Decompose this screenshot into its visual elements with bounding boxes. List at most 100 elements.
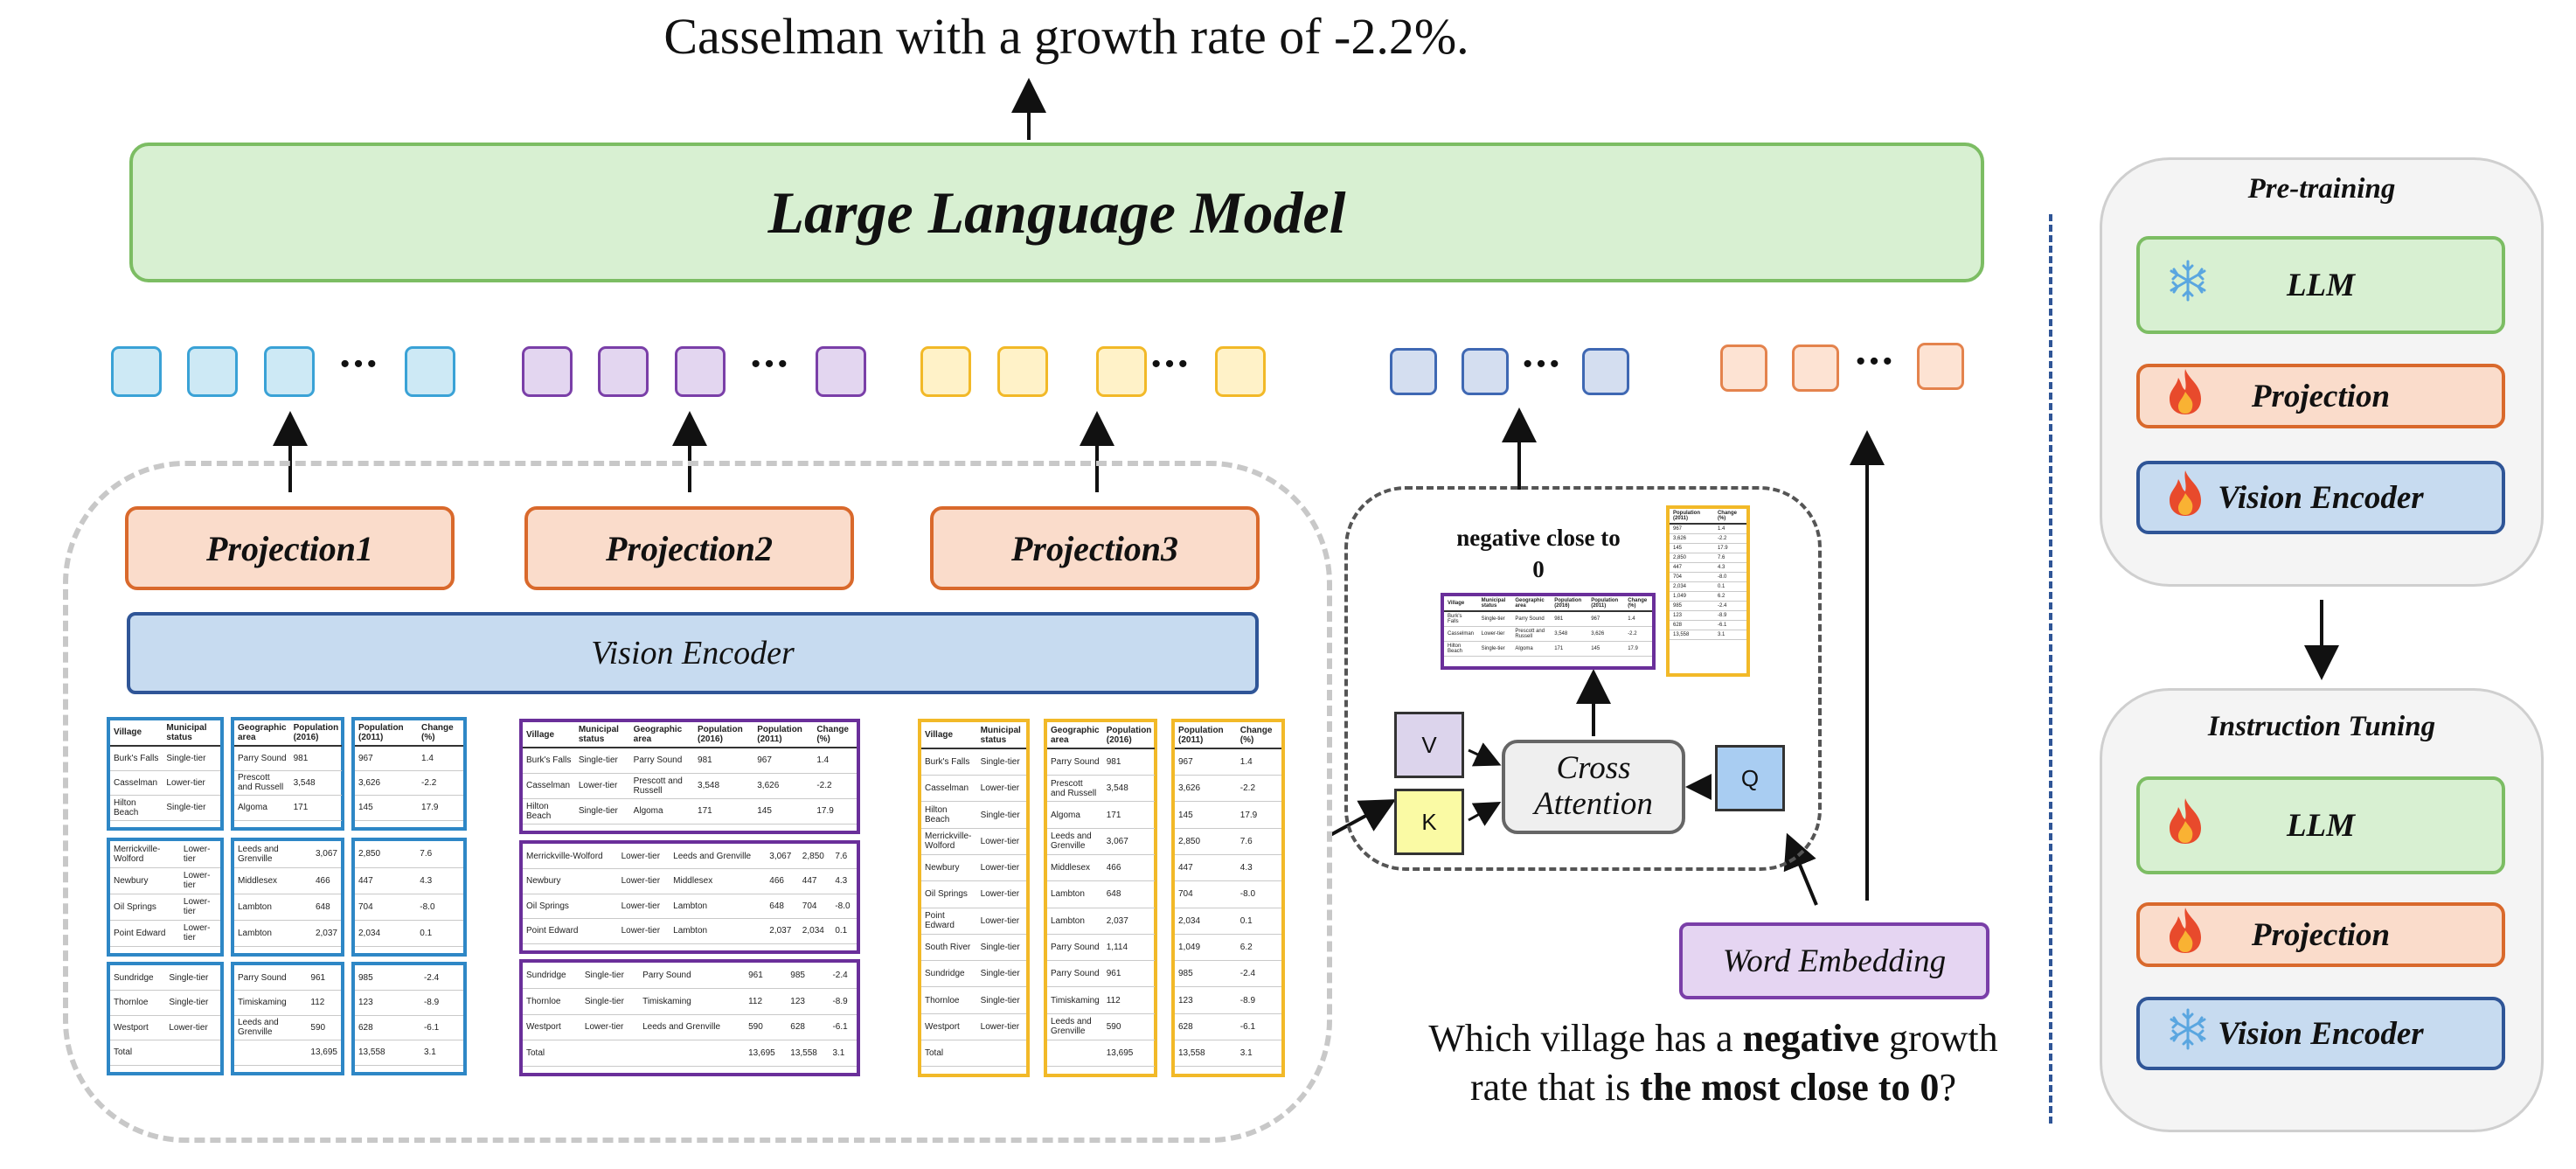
pretraining-vision-encoder-label: Vision Encoder <box>2218 479 2424 516</box>
table-cell: 961 <box>745 963 788 989</box>
table-cell: 112 <box>307 990 341 1016</box>
question-text: Which village has a negative growth rate… <box>1416 1014 2010 1112</box>
table-cell: 961 <box>307 965 341 991</box>
table-cell: Timiskaming <box>639 988 746 1015</box>
table-cell: 3,067 <box>311 841 341 868</box>
table-row: 3,626-2.2 <box>1175 775 1281 803</box>
table-cell: Change (%) <box>813 722 857 748</box>
table-cell: -8.0 <box>1713 572 1746 582</box>
table-cell: Lower-tier <box>574 773 630 799</box>
table-cell: -8.0 <box>416 894 463 921</box>
projection2-label: Projection2 <box>605 528 774 568</box>
ellipsis: ··· <box>1854 339 1894 384</box>
table-cell: Oil Springs <box>921 880 977 908</box>
table-header-row: Population (2011)Change (%) <box>355 720 463 747</box>
table-cell: Population (2011) <box>753 722 814 748</box>
table-cell: 3,626 <box>753 773 814 799</box>
table-cell: 2,850 <box>1175 828 1237 855</box>
table-row: Total <box>921 1040 1026 1068</box>
table-cell: Middlesex <box>1047 854 1103 882</box>
table-cell: -2.4 <box>829 963 857 989</box>
table-cell: Westport <box>110 1015 166 1040</box>
table-cell: 590 <box>1102 1013 1156 1041</box>
table-cell: 466 <box>311 867 341 894</box>
table-cell: 0.1 <box>1713 581 1746 592</box>
table-cell: Leeds and Grenville <box>1047 828 1103 855</box>
table-cell: Lower-tier <box>179 841 220 868</box>
table-cell: Oil Springs <box>110 894 180 921</box>
value-box: V <box>1394 712 1464 778</box>
table-cell: 123 <box>355 990 420 1016</box>
table-cell: 466 <box>766 868 799 894</box>
table-cell: Newbury <box>523 868 618 894</box>
table-cell: 985 <box>1175 960 1237 988</box>
table-cell: Lambton <box>234 920 312 947</box>
table-cell: 13,695 <box>1102 1040 1156 1068</box>
table-row: 3,626-2.2 <box>355 770 463 796</box>
section-divider <box>2049 214 2052 1124</box>
instruction-llm-label: LLM <box>2286 807 2356 844</box>
table-cell: Single-tier <box>163 745 220 771</box>
table-cell: 2,037 <box>1102 908 1156 935</box>
table-cell: 447 <box>1670 562 1714 573</box>
table-cell <box>976 1040 1026 1068</box>
table-cell: 1.4 <box>1624 611 1652 627</box>
llm-label: Large Language Model <box>767 178 1346 246</box>
table-cell: 447 <box>355 867 417 894</box>
table-cell: Total <box>921 1040 977 1068</box>
table-cell: Leeds and Grenville <box>670 844 767 869</box>
table-cell: 7.6 <box>831 844 857 869</box>
snowflake-icon <box>2166 259 2210 311</box>
fire-icon <box>2166 797 2205 854</box>
ellipsis: ··· <box>749 342 789 386</box>
pretraining-projection-box: Projection <box>2136 364 2505 428</box>
table-cell: 3,548 <box>289 770 343 796</box>
table-cell: 967 <box>753 748 814 774</box>
cross-label: Cross <box>1556 750 1631 787</box>
table-cell: Leeds and Grenville <box>234 841 312 868</box>
table-cell: Parry Sound <box>234 965 308 991</box>
table-cell: Lower-tier <box>617 844 670 869</box>
table-cell: 3.1 <box>1236 1040 1281 1068</box>
pretraining-title: Pre-training <box>2247 173 2396 205</box>
table-cell: 590 <box>745 1014 788 1040</box>
table-cell: 1.4 <box>1713 524 1746 534</box>
question-part: ? <box>1939 1065 1956 1109</box>
table-cell: Merrickville-Wolford <box>921 828 977 855</box>
table-cell: Thornloe <box>110 990 166 1016</box>
table-cell: 981 <box>1551 611 1588 627</box>
table-cell: 145 <box>753 798 814 825</box>
output-answer: Casselman with a growth rate of -2.2%. <box>663 8 1469 65</box>
table-cell: 981 <box>1102 748 1156 776</box>
table-cell: Lower-tier <box>580 1014 640 1040</box>
table-cell: Municipal status <box>163 720 220 747</box>
table-cell: Lower-tier <box>617 868 670 894</box>
table-cell: -2.2 <box>813 773 857 799</box>
token <box>264 346 315 397</box>
table-cell: Middlesex <box>670 868 767 894</box>
table-cell: 145 <box>355 795 419 821</box>
table-cell <box>165 1040 220 1066</box>
table-cell: 1.4 <box>813 748 857 774</box>
